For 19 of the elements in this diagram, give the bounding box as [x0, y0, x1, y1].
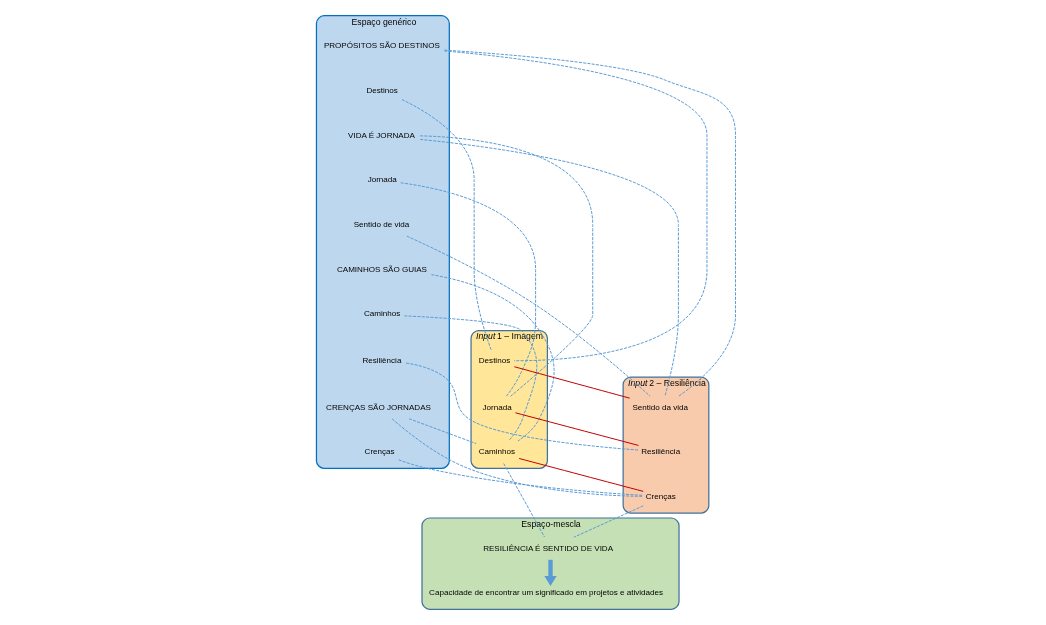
arrow: [543, 559, 557, 587]
connector: [502, 463, 545, 538]
connector: [399, 182, 536, 397]
connector: [403, 315, 537, 442]
connector: [443, 49, 736, 397]
connector: [443, 50, 707, 362]
connector: [514, 412, 639, 446]
connector: [419, 135, 593, 397]
connector: [405, 235, 651, 397]
connector: [405, 362, 639, 451]
connector: [430, 274, 555, 442]
connector: [513, 366, 630, 399]
connector: [419, 138, 679, 397]
connector: [397, 459, 644, 496]
connector: [518, 458, 644, 492]
connector: [391, 418, 644, 497]
connector: [401, 99, 492, 351]
connector: [572, 505, 644, 538]
connector: [408, 418, 477, 445]
